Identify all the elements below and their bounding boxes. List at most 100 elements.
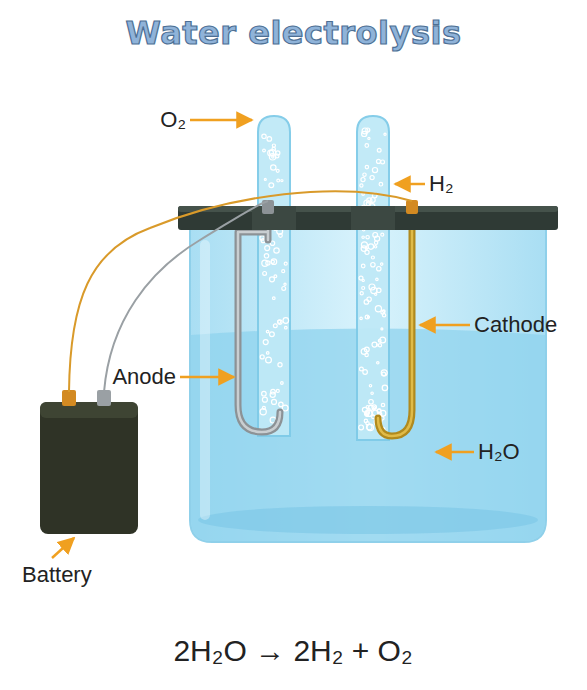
gas-bubble [376, 278, 378, 280]
gas-bubble [365, 410, 369, 414]
gas-bubble [367, 297, 371, 301]
gas-bubble [281, 180, 283, 182]
gas-bubble [369, 385, 371, 387]
gas-bubble [274, 275, 277, 278]
gas-bubble [363, 370, 368, 375]
title: Water electrolysis [0, 14, 587, 52]
gas-bubble [263, 340, 268, 345]
gas-bubble [266, 330, 269, 333]
gas-bubble [270, 332, 275, 337]
gas-bubble [262, 397, 267, 402]
gas-bubble [273, 297, 276, 300]
gas-bubble [364, 347, 369, 352]
gas-bubble [365, 144, 369, 148]
part-label: Battery [22, 563, 92, 587]
gas-bubble [366, 406, 369, 409]
gas-bubble [271, 165, 276, 170]
gas-bubble [284, 262, 287, 265]
wire-to-cathode [69, 191, 412, 392]
gas-bubble [367, 424, 373, 430]
gas-bubble [262, 391, 267, 396]
gas-bubble [267, 137, 272, 142]
gas-bubble [282, 287, 286, 291]
gas-bubble [278, 363, 282, 367]
test-tubes [258, 116, 389, 440]
leader-arrows [52, 120, 474, 558]
gas-bubble [381, 403, 384, 406]
gas-bubble [274, 248, 279, 253]
gas-bubble [278, 320, 282, 324]
gas-bubble [266, 357, 272, 363]
gas-bubble [366, 128, 370, 132]
gas-bubble [284, 283, 286, 285]
gas-bubble [383, 310, 386, 313]
gas-bubble [360, 184, 363, 187]
gas-bubble [272, 399, 277, 404]
gas-bubble [377, 267, 381, 271]
gas-bubble [363, 173, 366, 176]
gas-bubble [374, 246, 376, 248]
gas-bubble [371, 256, 374, 259]
gas-bubble [381, 263, 383, 265]
gas-bubble [276, 169, 279, 172]
gas-bubble [270, 277, 275, 282]
substance-label: H₂O [478, 440, 520, 464]
gas-bubble [263, 272, 267, 276]
gas-bubble [375, 306, 381, 312]
gas-bubble [369, 284, 375, 290]
gas-bubble [377, 148, 381, 152]
gas-bubble [273, 324, 277, 328]
gas-bubble [381, 370, 387, 376]
cathode-terminal [406, 200, 418, 214]
gas-label: H₂ [429, 172, 453, 196]
cathode-electrode [378, 212, 412, 436]
gas-bubble [362, 287, 365, 290]
gas-bubble [372, 405, 377, 410]
gas-bubble [361, 264, 365, 268]
gas-bubble [365, 315, 369, 319]
gas-bubble [271, 260, 274, 263]
battery [40, 390, 138, 534]
gas-bubble [283, 318, 289, 324]
gas-bubble [281, 382, 284, 385]
gas-bubble [377, 159, 381, 163]
gas-bubble [359, 425, 364, 430]
gas-bubble [282, 270, 285, 273]
gas-bubble [364, 419, 367, 422]
gas-bubble [366, 236, 369, 239]
gas-label: O₂ [160, 108, 186, 132]
gas-bubble [377, 362, 379, 364]
gas-bubble [382, 314, 385, 317]
gas-bubble [277, 179, 280, 182]
gas-bubble [272, 156, 274, 158]
gas-bubble [260, 355, 264, 359]
gas-bubble [371, 392, 373, 394]
gas-bubble [365, 165, 368, 168]
gas-bubble [381, 160, 385, 164]
gas-bubble [361, 242, 367, 248]
gas-bubble [372, 168, 377, 173]
gas-bubble [279, 402, 283, 406]
gas-bubble [368, 137, 370, 139]
wire-to-anode [104, 201, 268, 392]
gas-bubble [278, 320, 281, 323]
gas-bubble [270, 392, 275, 397]
gas-bubble [276, 389, 279, 392]
gas-bubble [285, 326, 288, 329]
gas-bubble [360, 292, 363, 295]
gas-bubble [362, 279, 364, 281]
part-label: Anode [112, 365, 176, 389]
gas-bubble [262, 406, 265, 409]
anode-electrode [238, 212, 280, 432]
gas-bubble [270, 150, 276, 156]
gas-bubble [380, 337, 386, 343]
gas-bubble [362, 236, 364, 238]
gas-bubble [368, 244, 373, 249]
gas-bubble [262, 134, 266, 138]
gas-bubble [362, 131, 367, 136]
gas-bubble [379, 182, 383, 186]
gas-bubble [361, 178, 365, 182]
gas-bubble [272, 144, 275, 147]
gas-bubble [371, 263, 375, 267]
gas-bubble [264, 178, 266, 180]
